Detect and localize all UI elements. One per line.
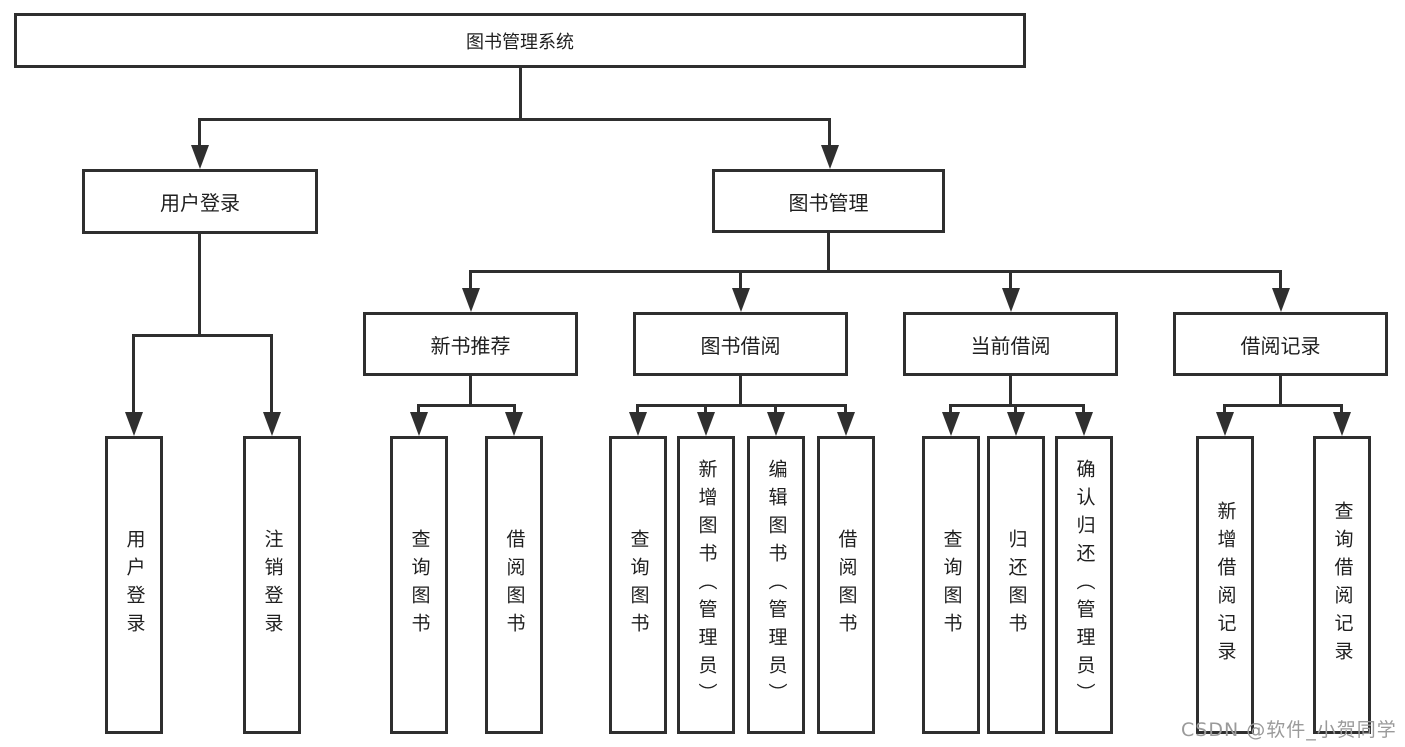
node-book-management: 图书管理 [712, 169, 945, 233]
connector-line [1223, 404, 1343, 407]
node-borrowing-records: 借阅记录 [1173, 312, 1388, 376]
node-label: 图书管理系统 [466, 31, 574, 53]
node-label: 查询图书 [408, 529, 431, 641]
node-label: 确认归还（管理员） [1073, 459, 1096, 711]
node-label: 用户登录 [123, 529, 146, 641]
node-new-book-recommend: 新书推荐 [363, 312, 578, 376]
leaf-borrow-books-recommend: 借阅图书 [485, 436, 543, 734]
connector-line [1223, 404, 1226, 414]
node-label: 新增图书（管理员） [695, 459, 718, 711]
connector-line [469, 270, 472, 292]
arrow-down-icon [191, 145, 209, 169]
connector-line [949, 404, 952, 414]
node-label: 当前借阅 [970, 333, 1051, 358]
connector-line [198, 234, 201, 336]
connector-line [198, 118, 831, 121]
node-label: 图书借阅 [700, 333, 781, 358]
leaf-edit-book-admin: 编辑图书（管理员） [747, 436, 805, 734]
node-label: 注销登录 [261, 529, 284, 641]
node-label: 新增借阅记录 [1214, 501, 1237, 669]
arrow-down-icon [942, 412, 960, 436]
connector-line [132, 334, 135, 412]
arrow-down-icon [1075, 412, 1093, 436]
arrow-down-icon [732, 288, 750, 312]
arrow-down-icon [263, 412, 281, 436]
connector-line [1279, 376, 1282, 406]
leaf-query-books-borrowing: 查询图书 [609, 436, 667, 734]
node-current-borrowing: 当前借阅 [903, 312, 1118, 376]
arrow-down-icon [697, 412, 715, 436]
arrow-down-icon [767, 412, 785, 436]
node-label: 借阅记录 [1240, 333, 1321, 358]
leaf-add-borrow-record: 新增借阅记录 [1196, 436, 1254, 734]
connector-line [417, 404, 420, 414]
connector-line [1009, 376, 1012, 406]
node-label: 图书管理 [788, 190, 869, 215]
node-label: 用户登录 [160, 191, 240, 215]
connector-line [636, 404, 639, 414]
connector-line [1082, 404, 1085, 414]
csdn-watermark: CSDN @软件_小贺同学 [1181, 719, 1397, 741]
arrow-down-icon [1272, 288, 1290, 312]
leaf-return-book: 归还图书 [987, 436, 1045, 734]
node-label: 查询借阅记录 [1331, 501, 1354, 669]
arrow-down-icon [1002, 288, 1020, 312]
node-label: 借阅图书 [835, 529, 858, 641]
arrow-down-icon [1007, 412, 1025, 436]
arrow-down-icon [821, 145, 839, 169]
arrow-down-icon [505, 412, 523, 436]
node-label: 归还图书 [1005, 529, 1028, 641]
leaf-confirm-return-admin: 确认归还（管理员） [1055, 436, 1113, 734]
node-label: 查询图书 [627, 529, 650, 641]
connector-line [827, 233, 830, 272]
node-user-login: 用户登录 [82, 169, 318, 234]
arrow-down-icon [1333, 412, 1351, 436]
node-book-borrowing: 图书借阅 [633, 312, 848, 376]
arrow-down-icon [837, 412, 855, 436]
leaf-query-books-current: 查询图书 [922, 436, 980, 734]
connector-line [739, 270, 742, 292]
node-root-library-system: 图书管理系统 [14, 13, 1026, 68]
connector-line [270, 334, 273, 412]
node-label: 编辑图书（管理员） [765, 459, 788, 711]
leaf-add-book-admin: 新增图书（管理员） [677, 436, 735, 734]
node-label: 新书推荐 [430, 333, 511, 358]
connector-line [417, 404, 516, 407]
connector-line [949, 404, 1085, 407]
arrow-down-icon [125, 412, 143, 436]
connector-line [844, 404, 847, 414]
connector-line [704, 404, 707, 414]
arrow-down-icon [1216, 412, 1234, 436]
connector-line [636, 404, 847, 407]
connector-line [469, 376, 472, 406]
connector-line [1009, 270, 1012, 292]
connector-line [513, 404, 516, 414]
leaf-logout: 注销登录 [243, 436, 301, 734]
arrow-down-icon [410, 412, 428, 436]
node-label: 查询图书 [940, 529, 963, 641]
leaf-borrow-books-borrowing: 借阅图书 [817, 436, 875, 734]
node-label: 借阅图书 [503, 529, 526, 641]
connector-line [1014, 404, 1017, 414]
connector-line [739, 376, 742, 406]
leaf-query-borrow-record: 查询借阅记录 [1313, 436, 1371, 734]
leaf-user-login: 用户登录 [105, 436, 163, 734]
connector-line [1279, 270, 1282, 292]
connector-line [1340, 404, 1343, 414]
leaf-query-books-recommend: 查询图书 [390, 436, 448, 734]
arrow-down-icon [462, 288, 480, 312]
connector-line [828, 118, 831, 148]
arrow-down-icon [629, 412, 647, 436]
connector-line [519, 68, 522, 120]
connector-line [132, 334, 273, 337]
connector-line [774, 404, 777, 414]
connector-line [469, 270, 1282, 273]
connector-line [198, 118, 201, 148]
